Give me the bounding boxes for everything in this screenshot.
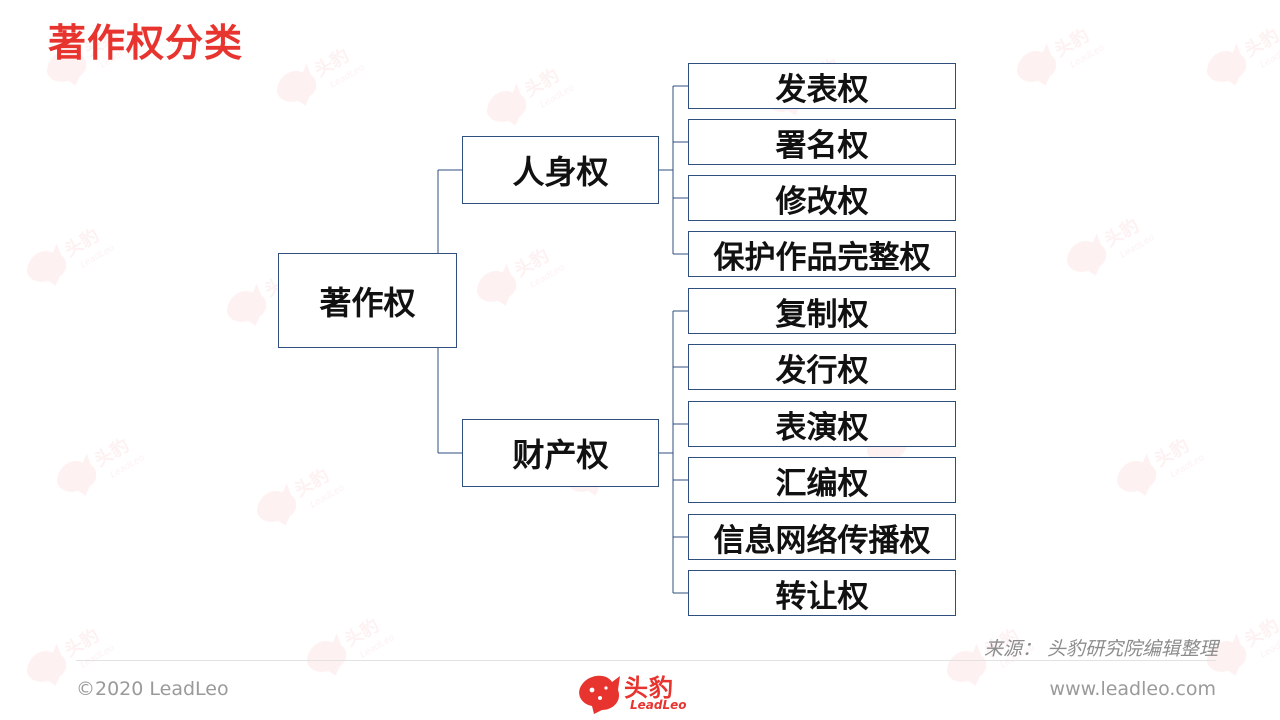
footer-logo: 头豹 LeadLeo <box>578 666 708 718</box>
footer-logo-text: 头豹 <box>624 674 674 702</box>
node-leaf-alteration-right: 修改权 <box>688 175 956 221</box>
footer-copyright: ©2020 LeadLeo <box>76 678 229 700</box>
node-root-copyright: 著作权 <box>278 253 457 348</box>
footer-divider <box>76 660 1216 661</box>
node-leaf-publication-right: 发表权 <box>688 63 956 109</box>
leopard-head-icon <box>579 675 620 714</box>
node-branch-property-rights: 财产权 <box>462 419 659 487</box>
footer-url: www.leadleo.com <box>1049 678 1216 700</box>
footer-logo-subtext: LeadLeo <box>630 698 687 712</box>
node-leaf-performance-right: 表演权 <box>688 401 956 447</box>
page-title: 著作权分类 <box>48 21 244 65</box>
node-leaf-attribution-right: 署名权 <box>688 119 956 165</box>
node-leaf-integrity-right: 保护作品完整权 <box>688 231 956 277</box>
node-leaf-reproduction-right: 复制权 <box>688 288 956 334</box>
source-note: 来源： 头豹研究院编辑整理 <box>983 638 1218 660</box>
node-leaf-transfer-right: 转让权 <box>688 570 956 616</box>
node-leaf-distribution-right: 发行权 <box>688 344 956 390</box>
node-leaf-compilation-right: 汇编权 <box>688 457 956 503</box>
node-leaf-network-dissemination-right: 信息网络传播权 <box>688 514 956 560</box>
node-branch-personal-rights: 人身权 <box>462 136 659 204</box>
